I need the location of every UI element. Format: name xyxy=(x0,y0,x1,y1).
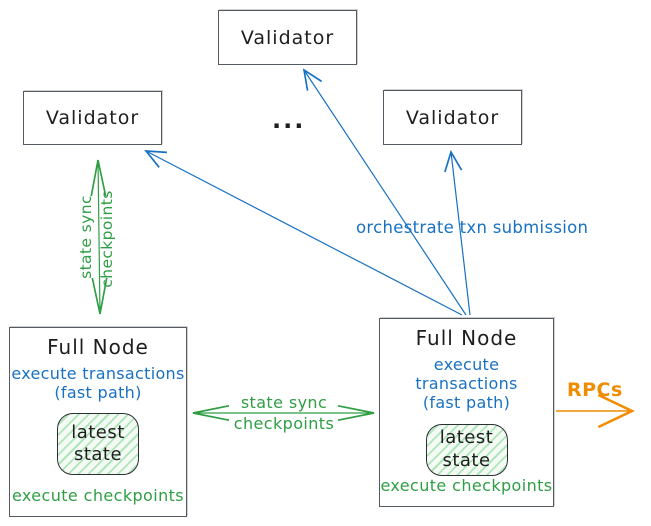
rpcs-label: RPCs xyxy=(567,379,623,401)
full-node-left-fast-path-line2: (fast path) xyxy=(54,383,142,403)
full-node-right-title: Full Node xyxy=(415,326,518,350)
full-node-left-fast-path-line1: execute transactions xyxy=(11,364,185,383)
full-node-left-title: Full Node xyxy=(47,335,149,359)
full-node-right-execute-checkpoints: execute checkpoints xyxy=(380,476,553,495)
validator-left-label: Validator xyxy=(45,107,140,129)
full-node-left-execute-checkpoints: execute checkpoints xyxy=(11,486,185,505)
full-node-box-left: Full Node execute transactions (fast pat… xyxy=(9,327,187,517)
validator-box-left: Validator xyxy=(23,91,162,145)
latest-state-box-right: latest state xyxy=(425,423,508,476)
validator-right-label: Validator xyxy=(405,106,500,129)
full-node-left-fast-path: execute transactions (fast path) xyxy=(11,364,184,402)
full-node-right-fast-path-line2: (fast path) xyxy=(422,393,511,413)
orchestrate-txn-submission-label: orchestrate txn submission xyxy=(356,218,589,237)
validator-box-top: Validator xyxy=(218,10,357,65)
validators-ellipsis: ... xyxy=(272,106,306,134)
full-node-right-fast-path: execute transactions (fast path) xyxy=(380,355,553,413)
full-node-box-right: Full Node execute transactions (fast pat… xyxy=(379,318,554,507)
validator-box-right: Validator xyxy=(383,90,522,145)
full-node-right-fast-path-line1: execute transactions xyxy=(415,355,518,394)
state-sync-vertical-label-line1: state sync xyxy=(77,195,95,279)
state-sync-horizontal-label: state sync checkpoints xyxy=(233,393,335,433)
latest-state-box-left: latest state xyxy=(57,413,139,476)
validator-top-label: Validator xyxy=(240,26,335,49)
state-sync-vertical-label-line2: checkpoints xyxy=(98,190,116,288)
